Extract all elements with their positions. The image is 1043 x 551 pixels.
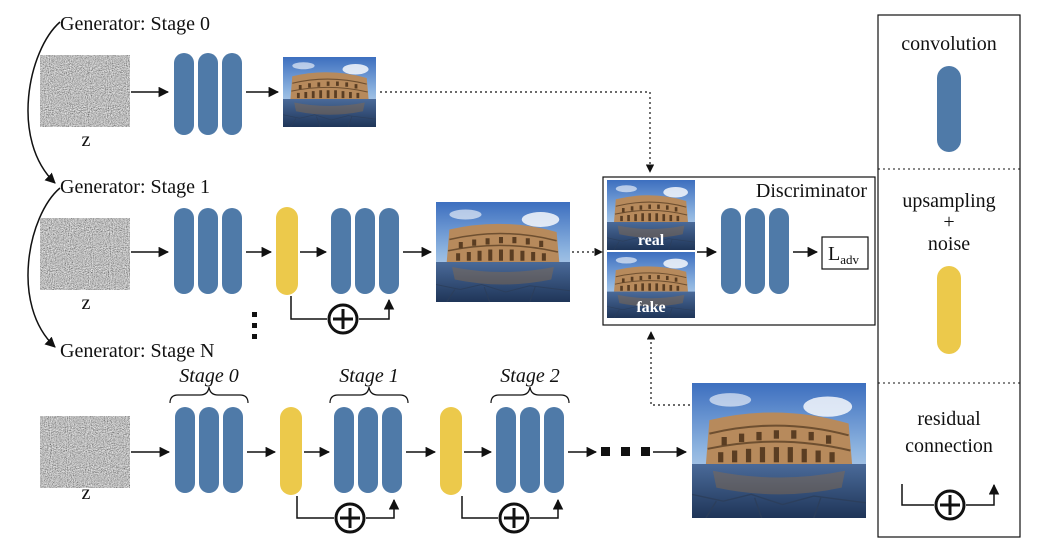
legend-plus-label: +: [943, 211, 954, 233]
upsampling-blocks: [276, 207, 961, 495]
noise-label-z: z: [82, 482, 91, 504]
generated-image: [283, 57, 376, 127]
conv-block: [223, 407, 243, 493]
noise-images: [40, 55, 130, 488]
legend-box: [877, 14, 1021, 538]
conv-block: [520, 407, 540, 493]
conv-block: [334, 407, 354, 493]
fake-label: fake: [636, 299, 665, 316]
stage-progression-arrow-1-n: [27, 187, 61, 348]
loss-label: Ladv: [828, 243, 859, 267]
generator-stage-n-title: Generator: Stage N: [60, 340, 214, 362]
conv-block: [379, 208, 399, 294]
legend-noise-label: noise: [928, 233, 970, 255]
residual-connections: [290, 296, 1000, 534]
conv-block: [331, 208, 351, 294]
conv-block: [198, 208, 218, 294]
conv-block: [222, 53, 242, 135]
conv-block: [382, 407, 402, 493]
noise-image: [40, 218, 130, 290]
conv-block: [496, 407, 516, 493]
conv-block: [355, 208, 375, 294]
stage-progression-arrow-0-1: [27, 21, 61, 184]
discriminator-title: Discriminator: [756, 180, 867, 202]
noise-image: [40, 55, 130, 127]
stage-2-label: Stage 2: [500, 365, 559, 387]
conv-block: [175, 407, 195, 493]
generated-image: [436, 202, 570, 302]
legend-conv-block: [937, 66, 961, 152]
stage-braces: [169, 386, 570, 404]
legend-convolution-label: convolution: [901, 33, 997, 55]
conv-block: [222, 208, 242, 294]
ellipsis-dots: [601, 447, 650, 456]
generated-image: [692, 383, 866, 518]
upsampling-block: [440, 407, 462, 495]
noise-image: [40, 416, 130, 488]
conv-block: [358, 407, 378, 493]
legend-add-circle-icon: [934, 489, 966, 521]
loss-box: [821, 236, 869, 270]
noise-label-z: z: [82, 129, 91, 151]
legend-residual-label: residual: [917, 408, 981, 430]
legend-upsampling-block: [937, 266, 961, 354]
conv-block: [174, 53, 194, 135]
real-label: real: [638, 232, 665, 249]
legend-connection-label: connection: [905, 435, 993, 457]
stage-1-label: Stage 1: [339, 365, 398, 387]
upsampling-block: [276, 207, 298, 295]
add-circle-icon: [327, 303, 359, 335]
add-circle-icon: [498, 502, 530, 534]
noise-label-z: z: [82, 292, 91, 314]
conv-block: [721, 208, 741, 294]
legend-upsampling-label: upsampling: [902, 190, 995, 212]
discriminator-box: [602, 176, 876, 326]
conv-block: [745, 208, 765, 294]
conv-block: [544, 407, 564, 493]
add-circle-icon: [334, 502, 366, 534]
stage-0-label: Stage 0: [179, 365, 238, 387]
conv-block: [174, 208, 194, 294]
conv-block: [199, 407, 219, 493]
upsampling-block: [280, 407, 302, 495]
vertical-ellipsis: [252, 312, 257, 339]
conv-blocks: [174, 53, 961, 493]
generator-stage-1-title: Generator: Stage 1: [60, 176, 210, 198]
conv-block: [769, 208, 789, 294]
generator-stage-0-title: Generator: Stage 0: [60, 13, 210, 35]
conv-block: [198, 53, 218, 135]
